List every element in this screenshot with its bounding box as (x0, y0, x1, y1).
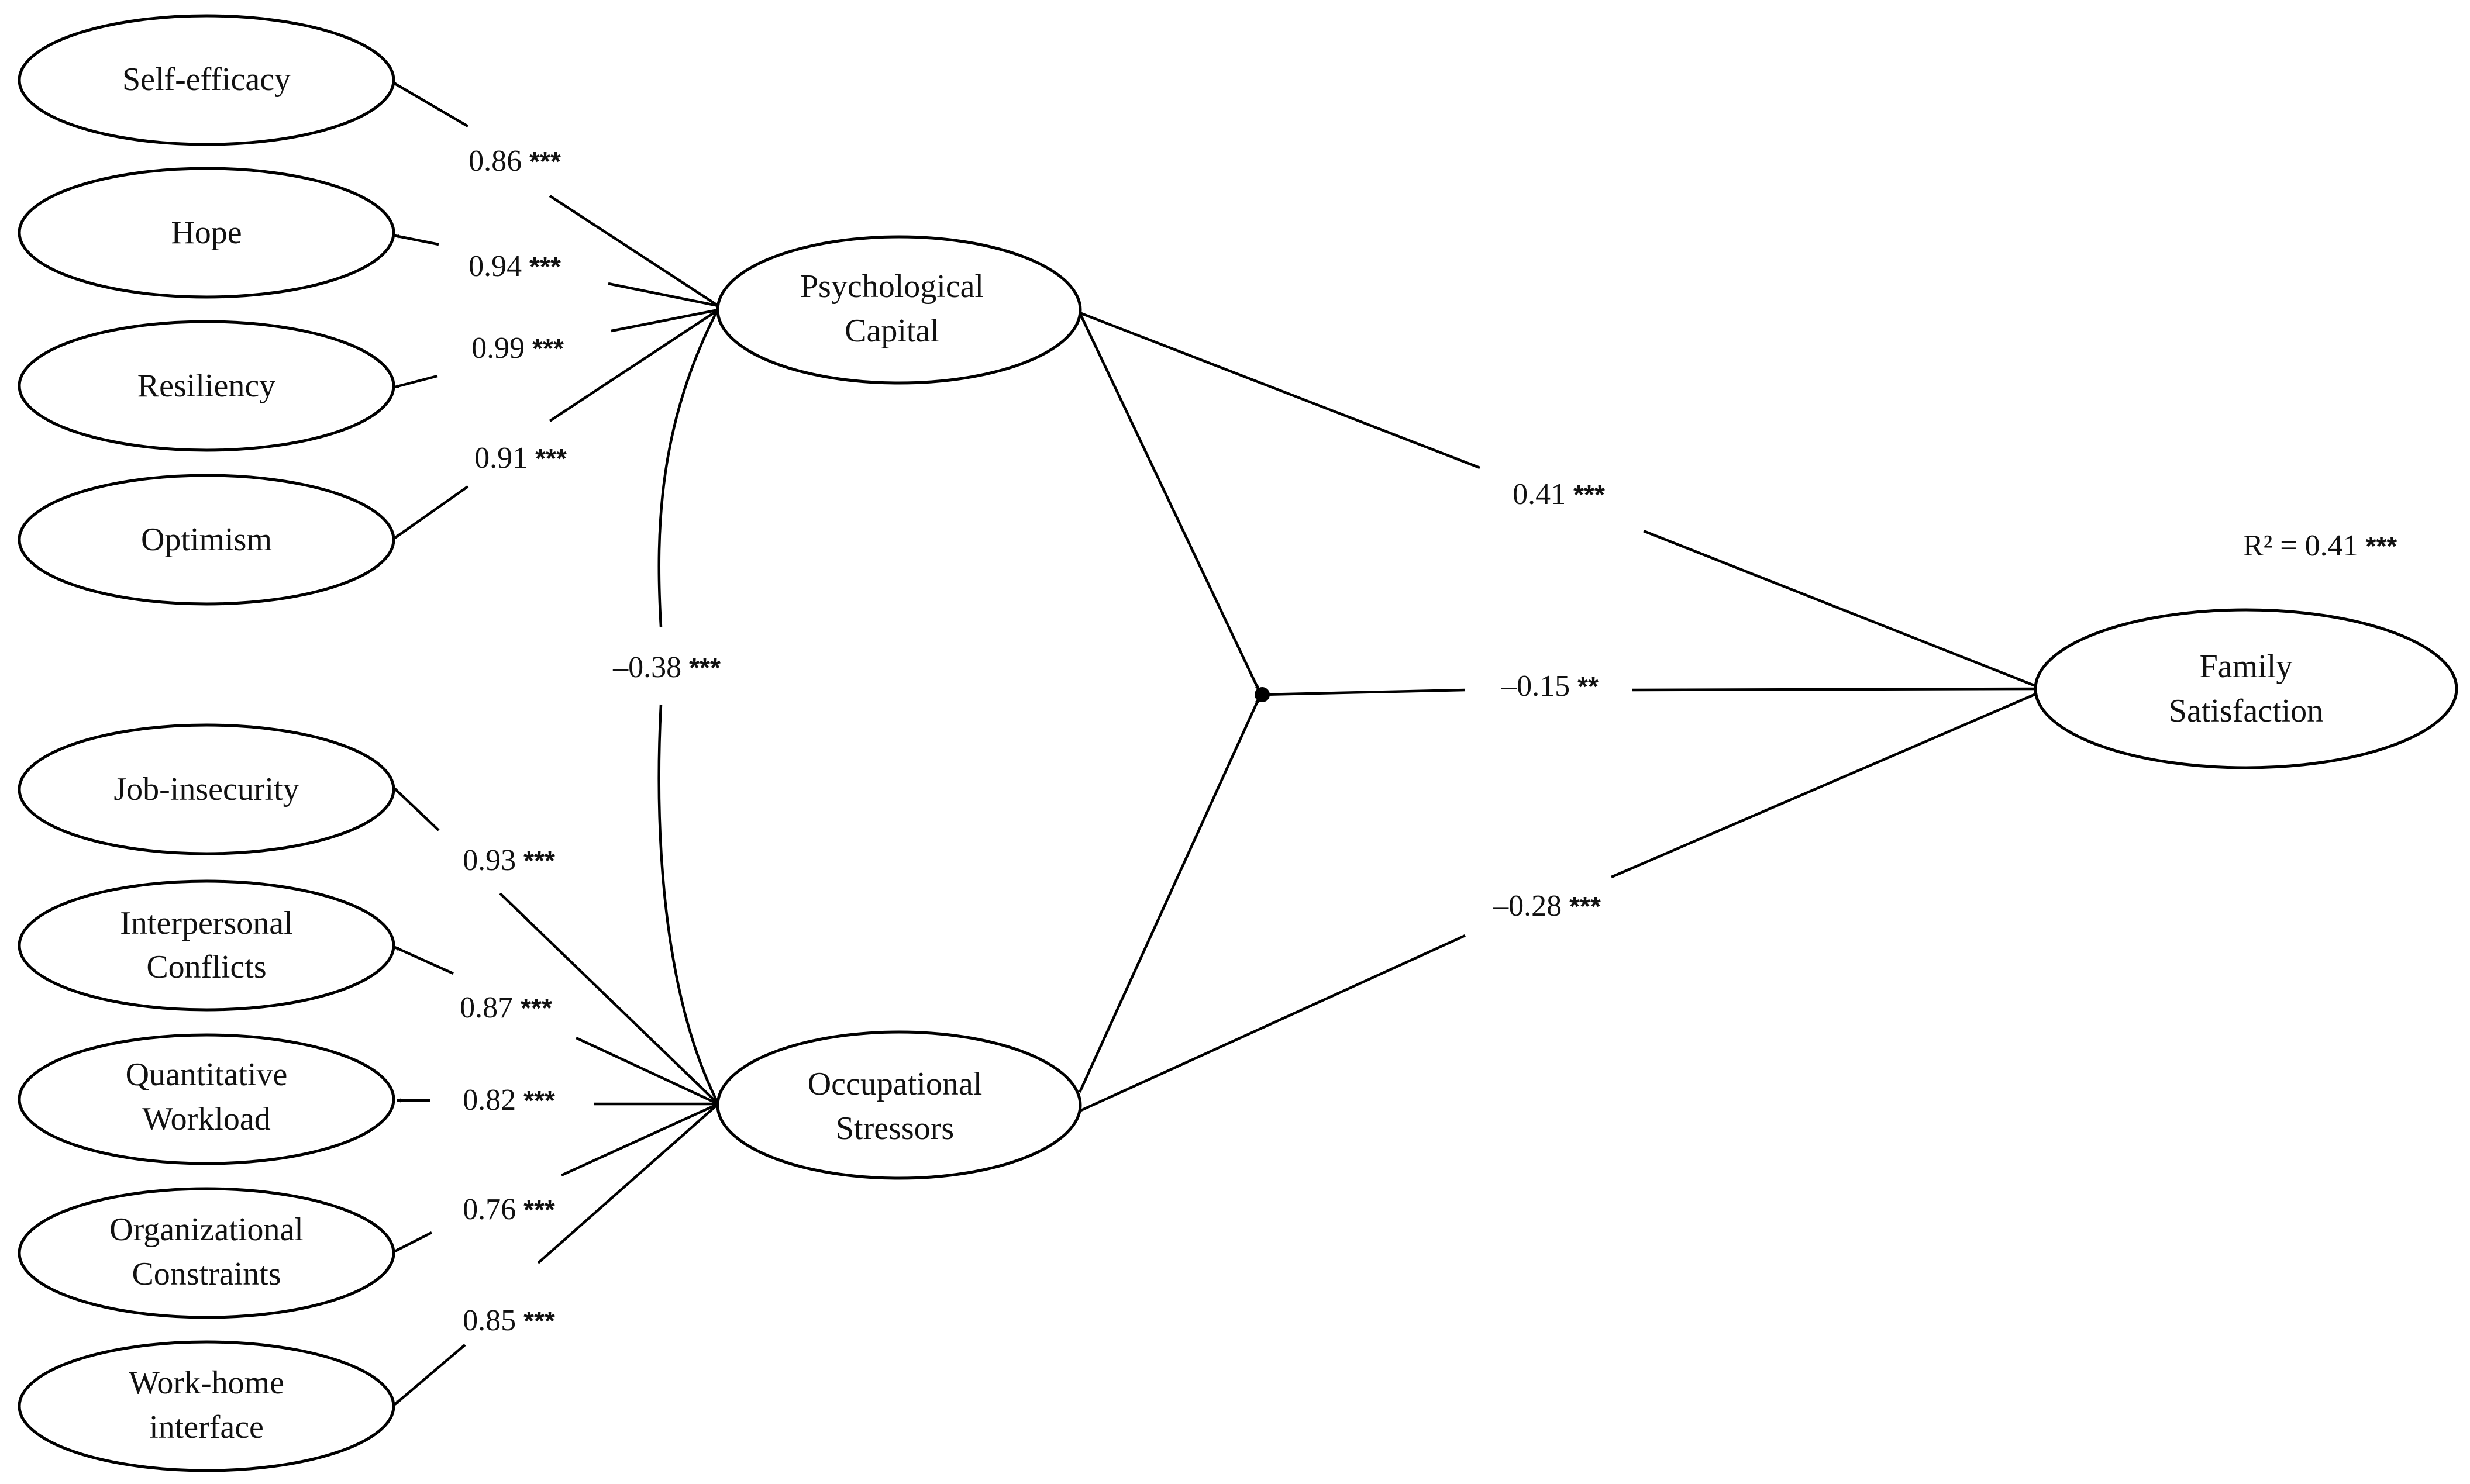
coef-job-insecurity: 0.93 *** (463, 844, 555, 877)
coef-interaction-family: –0.15 ** (1501, 669, 1599, 703)
node-interpersonal-conflicts-label-1: Interpersonal (120, 905, 292, 941)
node-job-insecurity-label: Job-insecurity (113, 771, 299, 807)
edge-psycap-hope-a (394, 234, 439, 246)
edge-psycap-family-b (1643, 529, 2039, 689)
node-family-satisfaction-label-2: Satisfaction (2169, 693, 2323, 729)
coef-stressors-family: –0.28 *** (1493, 889, 1601, 923)
node-occupational-stressors: Occupational Stressors (716, 1030, 1082, 1180)
node-optimism-label: Optimism (141, 522, 272, 558)
node-interpersonal-conflicts: Interpersonal Conflicts (18, 879, 395, 1012)
edge-interaction-family-a (1262, 688, 1466, 696)
coef-resiliency: 0.99 *** (471, 332, 564, 365)
node-work-home-interface-label-1: Work-home (129, 1365, 284, 1401)
edge-correlation-upper (657, 308, 719, 627)
node-occupational-stressors-label-2: Stressors (836, 1110, 954, 1147)
coef-quantitative-workload: 0.82 *** (463, 1083, 555, 1117)
coef-hope: 0.94 *** (468, 250, 561, 283)
node-interpersonal-conflicts-label-2: Conflicts (146, 949, 266, 985)
node-quantitative-workload-label-1: Quantitative (126, 1057, 288, 1093)
coef-psycap-family: 0.41 *** (1513, 478, 1605, 511)
edge-stressors-work-home-b (537, 1103, 719, 1264)
node-family-satisfaction: Family Satisfaction (2034, 608, 2458, 769)
edge-psycap-optimism-b (549, 309, 719, 422)
edge-psycap-optimism-a (394, 485, 469, 539)
edge-psycap-self-efficacy-a (391, 81, 469, 127)
nodes: Self-efficacy Hope Resiliency Optimism J… (18, 14, 2458, 1472)
coef-correlation: –0.38 *** (612, 651, 721, 684)
node-psychological-capital-label-2: Capital (845, 313, 939, 349)
node-hope: Hope (18, 167, 395, 299)
edge-psycap-resiliency-b (611, 308, 719, 333)
edge-correlation-lower (657, 704, 720, 1105)
node-organizational-constraints-label-1: Organizational (109, 1212, 304, 1248)
coefficient-labels: 0.86 *** 0.94 *** 0.99 *** 0.91 *** –0.3… (460, 144, 2397, 1337)
coef-interpersonal-conflicts: 0.87 *** (460, 991, 552, 1024)
edge-interaction-family-b (1631, 686, 2039, 692)
r-squared-label: R² = 0.41 *** (2243, 529, 2397, 562)
coef-optimism: 0.91 *** (474, 441, 567, 475)
node-optimism: Optimism (18, 474, 395, 606)
node-work-home-interface: Work-home interface (18, 1340, 395, 1472)
edge-stressors-organizational-b (561, 1102, 719, 1177)
interaction-point (1255, 687, 1270, 702)
node-organizational-constraints-label-2: Constraints (132, 1256, 281, 1292)
edge-stressors-interpersonal-a (394, 945, 454, 975)
edge-stressors-family-b (1611, 691, 2039, 879)
node-quantitative-workload: Quantitative Workload (18, 1033, 395, 1165)
edge-stressors-organizational-a (394, 1231, 433, 1253)
node-self-efficacy: Self-efficacy (18, 14, 395, 146)
edge-stressors-job-insecurity-a (392, 786, 440, 831)
edge-stressors-family-a (1079, 934, 1466, 1113)
edge-psycap-resiliency-a (394, 374, 438, 389)
node-resiliency: Resiliency (18, 320, 395, 452)
node-psychological-capital-label-1: Psychological (800, 268, 984, 305)
node-occupational-stressors-label-1: Occupational (808, 1066, 983, 1102)
edge-psycap-family-a (1079, 311, 1480, 470)
node-family-satisfaction-label-1: Family (2200, 648, 2293, 685)
edge-psycap-interaction (1078, 312, 1260, 691)
node-organizational-constraints: Organizational Constraints (18, 1187, 395, 1319)
coef-organizational-constraints: 0.76 *** (463, 1193, 555, 1226)
edge-psycap-hope-b (608, 282, 719, 308)
node-self-efficacy-label: Self-efficacy (122, 61, 291, 98)
edge-stressors-work-home-a (394, 1344, 466, 1406)
node-job-insecurity: Job-insecurity (18, 723, 395, 855)
edges (391, 81, 2039, 1406)
edge-stressors-job-insecurity-b (499, 892, 719, 1105)
coef-work-home-interface: 0.85 *** (463, 1304, 555, 1337)
node-resiliency-label: Resiliency (137, 368, 275, 404)
node-psychological-capital: Psychological Capital (716, 235, 1082, 385)
edge-stressors-interaction (1078, 698, 1260, 1093)
node-work-home-interface-label-2: interface (149, 1409, 264, 1445)
coef-self-efficacy: 0.86 *** (468, 144, 561, 178)
edge-psycap-self-efficacy-b (549, 195, 719, 307)
node-hope-label: Hope (171, 215, 242, 251)
edge-stressors-interpersonal-b (576, 1036, 719, 1106)
node-quantitative-workload-label-2: Workload (142, 1101, 270, 1137)
